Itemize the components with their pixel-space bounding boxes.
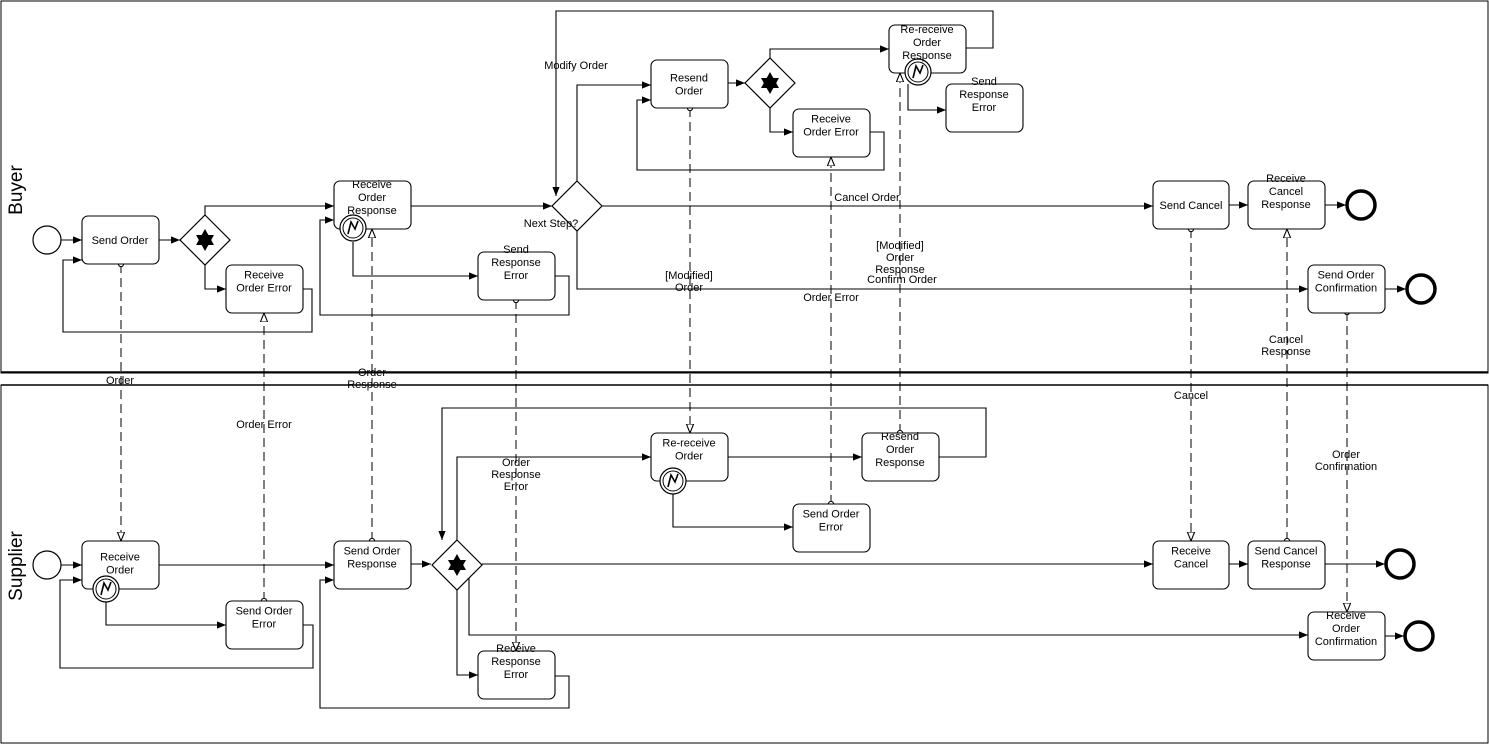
sequence-flow [62, 256, 313, 333]
flow-label: Order Error [236, 419, 292, 431]
sequence-flow [672, 493, 793, 531]
task-send-response-error-buyer-2 [945, 83, 1024, 133]
gateways [179, 57, 796, 591]
lane-title-supplier: Supplier [6, 530, 27, 600]
end-event-cancel-supplier [1384, 548, 1416, 580]
sequence-flow [59, 576, 314, 669]
task-send-cancel [1152, 180, 1230, 230]
sequence-flow [456, 453, 651, 540]
sequence-flow [438, 407, 987, 540]
task-receive-cancel-response [1247, 180, 1326, 230]
sequence-flow [769, 45, 889, 58]
sequence-flow [468, 577, 1308, 639]
task-receive-order-error-buyer-2 [792, 108, 871, 158]
tasks [81, 24, 1386, 700]
lane-buyer: Buyer [0, 0, 1489, 374]
sequence-flow [576, 231, 1308, 293]
flow-label: Order [106, 375, 134, 387]
task-receive-cancel [1152, 540, 1230, 590]
task-resend-order [650, 59, 729, 109]
task-receive-order-error-buyer [225, 264, 304, 314]
error-boundary-icon [659, 467, 687, 495]
sequence-flow [352, 242, 478, 280]
task-send-order-error-supplier [225, 600, 304, 650]
event-gateway-2 [744, 57, 796, 109]
flow-label: Cancel Order [834, 192, 900, 204]
sequence-flow [576, 81, 651, 181]
sequence-flow [319, 216, 570, 316]
task-send-order-response [333, 540, 412, 590]
end-event-confirm [1405, 273, 1437, 305]
events [32, 189, 1437, 652]
flow-label: [Modified]Order [665, 270, 713, 294]
task-resend-order-response [861, 432, 940, 482]
flow-label: Confirm Order [867, 274, 937, 286]
start-event-supplier [32, 550, 62, 580]
sequence-flow [204, 202, 334, 215]
sequence-flow [204, 265, 226, 293]
error-boundary-icon [339, 214, 367, 242]
event-gateway-1 [179, 214, 231, 266]
task-send-order-error-supplier-2 [792, 503, 871, 553]
sequence-flow [456, 588, 478, 679]
task-send-order [81, 215, 160, 265]
boundary-events [92, 58, 932, 603]
error-boundary-icon [904, 58, 932, 86]
task-send-cancel-response [1247, 540, 1326, 590]
exclusive-gateway-next-step [551, 180, 603, 232]
task-send-response-error-buyer [477, 251, 556, 301]
lane-supplier: Supplier [0, 384, 1489, 744]
supplier-sequence-flows [59, 407, 1404, 709]
flow-labels: Modify Order Next Step? Cancel Order [Mo… [106, 60, 1377, 493]
sequence-flow [769, 108, 793, 136]
flow-label: Next Step? [524, 218, 578, 230]
event-gateway-3 [431, 539, 483, 591]
error-boundary-icon [92, 575, 120, 603]
flow-label: Cancel [1174, 390, 1208, 402]
flow-label: Modify Order [544, 60, 608, 72]
message-flows [121, 73, 1347, 651]
flow-label: Order Error [803, 292, 859, 304]
task-send-order-confirmation [1307, 264, 1386, 314]
sequence-flow [319, 576, 570, 709]
task-receive-response-error-supplier [477, 650, 556, 700]
task-label: Send Cancel [1160, 200, 1223, 212]
task-label: Send Order [92, 235, 149, 247]
start-event-buyer [32, 225, 62, 255]
sequence-flow [552, 10, 994, 196]
sequence-flow [636, 96, 885, 171]
sequence-flow [907, 84, 946, 114]
end-event-cancel [1345, 189, 1377, 221]
lane-title-buyer: Buyer [6, 165, 27, 215]
sequence-flow [105, 601, 226, 629]
end-event-confirmation-supplier [1403, 620, 1435, 652]
task-receive-order-confirmation [1307, 611, 1386, 661]
